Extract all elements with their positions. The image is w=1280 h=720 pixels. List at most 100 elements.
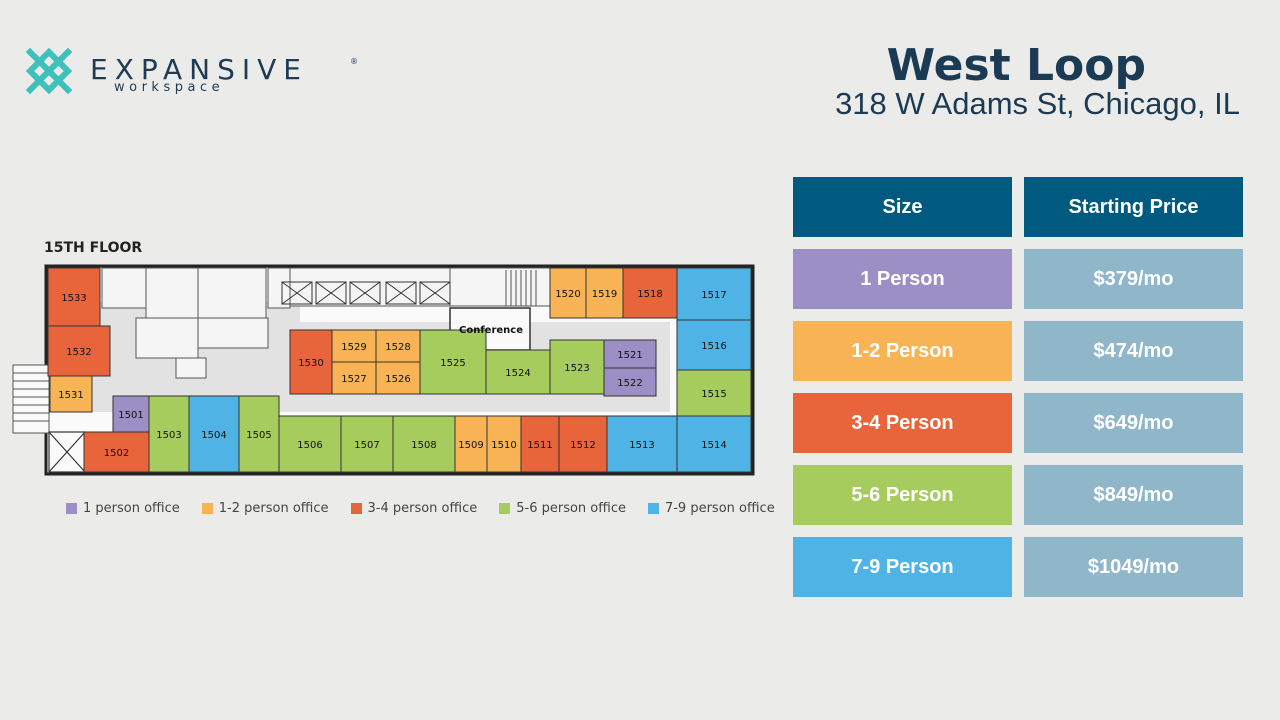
room-label-1514: 1514 [701,440,726,451]
pricing-row: 5-6 Person $849/mo [793,465,1243,525]
room-labels-layer: 1533 1532 1531 1501 1502 1503 1504 1505 1506 1507… [58,289,726,459]
pricing-header-size: Size [793,177,1012,237]
room-label-1504: 1504 [201,430,226,441]
room-label-1516: 1516 [701,341,726,352]
legend-swatch-p79 [647,503,659,514]
room-label-1521: 1521 [617,350,642,361]
room-1527 [331,361,377,395]
legend-label: 1 person office [83,501,180,516]
room-1504 [188,395,240,473]
pricing-price-cell: $1049/mo [1024,537,1243,597]
brand-logo: EXPANSIVE ® workspace [24,46,358,98]
room-label-1520: 1520 [555,289,580,300]
pricing-size-cell: 3-4 Person [793,393,1012,453]
room-1516 [676,319,752,371]
room-label-1501: 1501 [118,410,143,421]
room-label-1519: 1519 [592,289,617,300]
legend-swatch-p1 [66,503,77,514]
brand-name: EXPANSIVE [90,53,308,86]
pricing-row: 1 Person $379/mo [793,249,1243,309]
room-1520 [549,267,587,319]
legend-swatch-p56 [499,503,511,514]
room-label-1531: 1531 [58,390,83,401]
floor-plan: 1533 1532 1531 1501 1502 1503 1504 1505 1506 1507… [12,264,755,476]
legend-label: 7-9 person office [664,501,775,516]
room-label-1522: 1522 [617,378,642,389]
room-label-1506: 1506 [297,440,322,451]
legend-label: 1-2 person office [218,501,329,516]
room-1532 [47,325,111,377]
room-label-1525: 1525 [440,358,465,369]
room-label-1517: 1517 [701,290,726,301]
room-1514 [676,415,752,473]
legend-item-1-2-person: 1-2 person office [201,501,329,516]
legend-swatch-p34 [350,503,362,514]
legend-item-1-person: 1 person office [66,501,180,516]
room-1529 [331,329,377,363]
location-address: 318 W Adams St, Chicago, IL [835,86,1240,121]
room-1523 [549,339,605,395]
room-label-1527: 1527 [341,374,366,385]
pricing-size-cell: 5-6 Person [793,465,1012,525]
brand-subtitle: workspace [114,80,225,95]
room-label-1533: 1533 [61,293,86,304]
room-label-1518: 1518 [637,289,662,300]
legend-swatch-p12 [201,503,213,514]
legend-label: 5-6 person office [516,501,626,516]
room-label-1515: 1515 [701,389,726,400]
room-1521 [603,339,657,369]
location-title: West Loop [886,40,1146,91]
room-1508 [392,415,456,473]
room-1506 [278,415,342,473]
stair-left [12,364,50,434]
room-1515 [676,369,752,417]
pricing-price-cell: $474/mo [1024,321,1243,381]
floor-label: 15TH FLOOR [44,240,143,256]
room-1510 [486,415,522,473]
conference-label: Conference [459,325,523,336]
room-label-1529: 1529 [341,342,366,353]
room-label-1524: 1524 [505,368,530,379]
room-1533 [47,267,101,327]
room-label-1523: 1523 [564,363,589,374]
room-label-1507: 1507 [354,440,379,451]
pricing-header-price: Starting Price [1024,177,1243,237]
room-label-1502: 1502 [104,448,129,459]
room-label-1503: 1503 [156,430,181,441]
pricing-price-cell: $649/mo [1024,393,1243,453]
room-1530 [289,329,333,395]
pricing-price-cell: $379/mo [1024,249,1243,309]
room-1524 [485,349,551,395]
room-label-1530: 1530 [298,358,323,369]
room-1531 [49,375,93,413]
room-label-1508: 1508 [411,440,436,451]
room-1518 [622,267,678,319]
restroom-core [135,317,269,379]
room-label-1532: 1532 [66,347,91,358]
pricing-header-row: Size Starting Price [793,177,1243,237]
pricing-size-cell: 1 Person [793,249,1012,309]
legend-item-5-6-person: 5-6 person office [499,501,626,516]
room-label-1512: 1512 [570,440,595,451]
room-label-1511: 1511 [527,440,552,451]
stair-top [505,270,537,306]
room-label-1513: 1513 [629,440,654,451]
room-1522 [603,367,657,397]
room-label-1510: 1510 [491,440,516,451]
pricing-row: 3-4 Person $649/mo [793,393,1243,453]
pricing-size-cell: 1-2 Person [793,321,1012,381]
room-1509 [454,415,488,473]
legend-item-3-4-person: 3-4 person office [350,501,478,516]
brand-registered-mark: ® [350,57,358,66]
legend-item-7-9-person: 7-9 person office [647,501,775,516]
pricing-row: 1-2 Person $474/mo [793,321,1243,381]
room-label-1528: 1528 [385,342,410,353]
pricing-price-cell: $849/mo [1024,465,1243,525]
legend-label: 3-4 person office [367,501,478,516]
room-1526 [375,361,421,395]
pricing-row: 7-9 Person $1049/mo [793,537,1243,597]
room-label-1505: 1505 [246,430,271,441]
rooms-layer [47,267,752,473]
pricing-table: Size Starting Price 1 Person $379/mo 1-2… [793,177,1243,609]
room-1513 [606,415,678,473]
